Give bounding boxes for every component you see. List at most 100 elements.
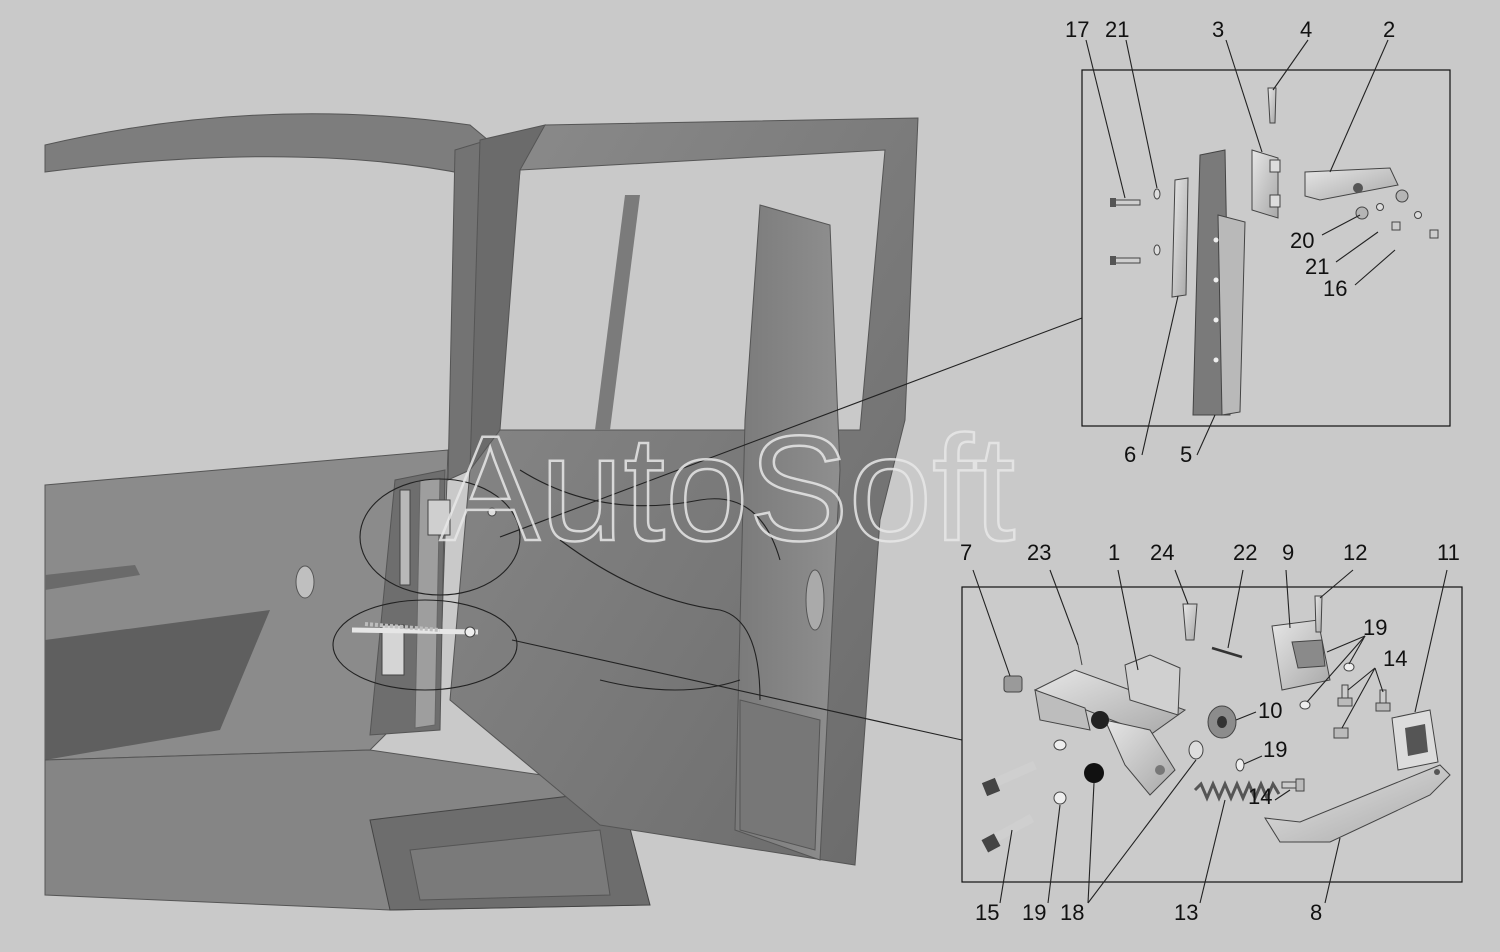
part-21-washer-upper	[1153, 188, 1161, 200]
cab-body	[44, 113, 651, 911]
part-3-knuckle-1	[1269, 159, 1281, 173]
leader-20	[1321, 214, 1361, 236]
door-handle-recess	[805, 569, 825, 631]
callout-2: 2	[1383, 17, 1395, 42]
leader-8	[1324, 837, 1341, 904]
lower-hinge-spring	[364, 622, 441, 632]
part-5-hole-2	[1213, 277, 1219, 283]
part-19-washer-a	[1343, 662, 1355, 672]
door-panel-line-2	[559, 539, 761, 701]
callout-11: 11	[1437, 540, 1460, 565]
part-16-nut-a	[1391, 221, 1401, 231]
leader-6	[1141, 295, 1179, 456]
leader-23	[1049, 569, 1079, 646]
leader-19a-3	[1306, 635, 1366, 703]
leader-14b	[1274, 789, 1291, 801]
callout-17: 17	[1065, 17, 1089, 42]
leader-12	[1319, 569, 1354, 599]
part-3-knuckle-2	[1269, 194, 1281, 208]
callout-21-top: 21	[1105, 17, 1129, 42]
part-14-bolt-d	[1281, 778, 1305, 792]
cab-step-inner	[409, 829, 611, 901]
upper-hinge-bolt	[487, 507, 497, 517]
part-20-washer-a	[1395, 189, 1409, 203]
part-1-lower-hole	[1155, 765, 1165, 775]
part-8-lever	[1264, 764, 1451, 843]
upper-hinge-link-line	[499, 317, 1083, 538]
part-15-bolt-lower	[981, 814, 1035, 853]
callout-18: 18	[1060, 900, 1084, 925]
leader-4	[1272, 39, 1309, 91]
part-9-boss	[1291, 639, 1326, 669]
leader-3	[1225, 39, 1263, 153]
callout-15: 15	[975, 900, 999, 925]
callout-19-bottom: 19	[1022, 900, 1046, 925]
leader-22	[1227, 569, 1244, 649]
callout-7: 7	[960, 540, 972, 565]
lower-hinge-on-door	[351, 622, 479, 676]
part-14-bolt-c	[1333, 727, 1349, 739]
part-1-bracket-base	[1033, 669, 1187, 736]
callout-3: 3	[1212, 17, 1224, 42]
part-1-bracket-upright	[1124, 654, 1181, 716]
part-8-lever-hole	[1434, 769, 1440, 775]
lower-hinge-link-line	[511, 639, 963, 741]
leader-14a-2	[1374, 667, 1384, 693]
leader-15	[999, 829, 1013, 904]
part-5-hole-1	[1213, 237, 1219, 243]
leader-19c	[1047, 804, 1061, 904]
part-19-washer-b	[1299, 700, 1311, 710]
part-1-pivot	[1091, 711, 1109, 729]
part-24-pin	[1182, 603, 1198, 641]
callout-16: 16	[1323, 276, 1347, 301]
cab-roof-frame	[44, 113, 489, 176]
leader-14a-3	[1341, 667, 1376, 729]
leader-19b	[1243, 755, 1263, 765]
callout-23: 23	[1027, 540, 1051, 565]
leader-19a-1	[1326, 635, 1366, 653]
callout-5: 5	[1180, 442, 1192, 467]
part-13-spring	[1193, 780, 1281, 802]
part-16-nut-b	[1429, 229, 1439, 239]
part-19-washer-d	[1053, 739, 1067, 751]
part-15-bolt-upper	[981, 760, 1037, 797]
door-panel-line-1	[519, 469, 781, 561]
upper-hinge-inset-frame	[1081, 69, 1451, 427]
callout-19-mid: 19	[1263, 737, 1287, 762]
leader-5	[1196, 414, 1216, 456]
upper-hinge-highlight	[359, 478, 521, 596]
door-window-divider	[595, 195, 640, 430]
callout-12: 12	[1343, 540, 1367, 565]
part-10-roller-hole	[1217, 716, 1227, 728]
part-11-bumper-core	[1405, 724, 1428, 756]
leader-24	[1174, 569, 1189, 605]
part-21-washer-lower	[1153, 244, 1161, 256]
part-1-bracket-arm	[1104, 719, 1176, 796]
part-12-pin	[1314, 595, 1323, 633]
callout-6: 6	[1124, 442, 1136, 467]
part-20-washer-b	[1355, 206, 1369, 220]
part-19-washer-c	[1235, 758, 1245, 772]
callout-1: 1	[1108, 540, 1120, 565]
callout-14-top: 14	[1383, 646, 1407, 671]
callout-21-bottom: 21	[1305, 254, 1329, 279]
leader-1	[1117, 569, 1139, 671]
door-front-frame	[469, 124, 546, 472]
leader-10	[1235, 711, 1257, 721]
part-18-washer-light	[1188, 740, 1204, 760]
callout-19-top: 19	[1363, 615, 1387, 640]
door-panel-line-3	[599, 679, 741, 691]
leader-13	[1199, 799, 1226, 904]
lower-hinge-inset-frame	[961, 586, 1463, 883]
part-4-pin	[1267, 87, 1277, 124]
leader-14a-1	[1347, 667, 1376, 691]
part-21-washer-a	[1376, 203, 1384, 211]
part-5-hole-3	[1213, 317, 1219, 323]
callout-8: 8	[1310, 900, 1322, 925]
leader-11	[1414, 569, 1448, 713]
upper-hinge-inset: 17 21 3 4 2 20 21 16 6 5	[1065, 17, 1451, 467]
callout-13: 13	[1174, 900, 1198, 925]
part-2-hole	[1353, 183, 1363, 193]
lower-hinge-roller	[464, 626, 476, 638]
